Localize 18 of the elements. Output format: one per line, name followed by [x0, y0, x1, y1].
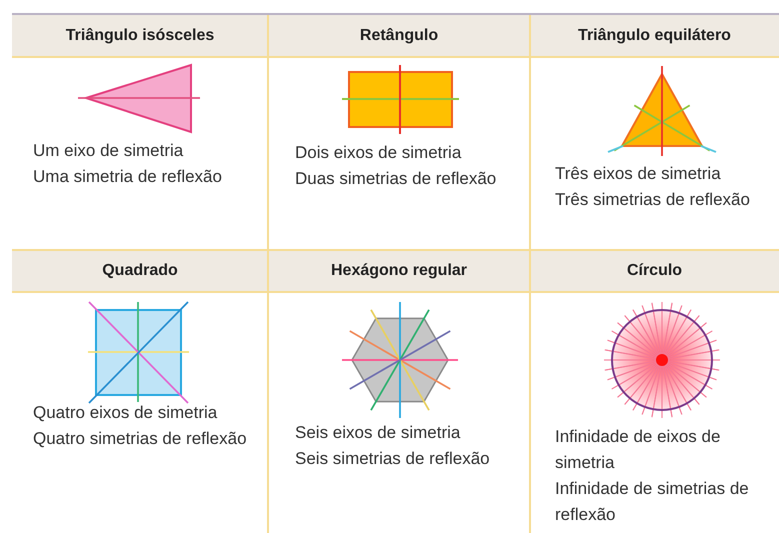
cell-text: Dois eixos de simetria: [295, 142, 462, 164]
column-header: Hexágono regular: [330, 261, 468, 281]
cell-text: Quatro simetrias de reflexão: [33, 428, 247, 450]
column-header: Quadrado: [101, 261, 179, 281]
column-header: Triângulo isósceles: [64, 26, 216, 46]
cell-text: Quatro eixos de simetria: [33, 402, 218, 424]
cell-text: Seis simetrias de reflexão: [295, 448, 490, 470]
cell-text: Seis eixos de simetria: [295, 422, 460, 444]
column-header: Triângulo equilátero: [577, 26, 732, 46]
column-header: Retângulo: [358, 26, 440, 46]
cell-text: Um eixo de simetria: [33, 140, 184, 162]
cell-text: Três eixos de simetria: [555, 163, 721, 185]
column-header: Círculo: [626, 261, 684, 281]
cell-text: Uma simetria de reflexão: [33, 166, 222, 188]
cell-text: Infinidade de eixos de simetria: [555, 426, 722, 474]
cell-text: Duas simetrias de reflexão: [295, 168, 496, 190]
cell-text: Três simetrias de reflexão: [555, 189, 750, 211]
cell-text: Infinidade de simetrias de reflexão: [555, 478, 750, 526]
